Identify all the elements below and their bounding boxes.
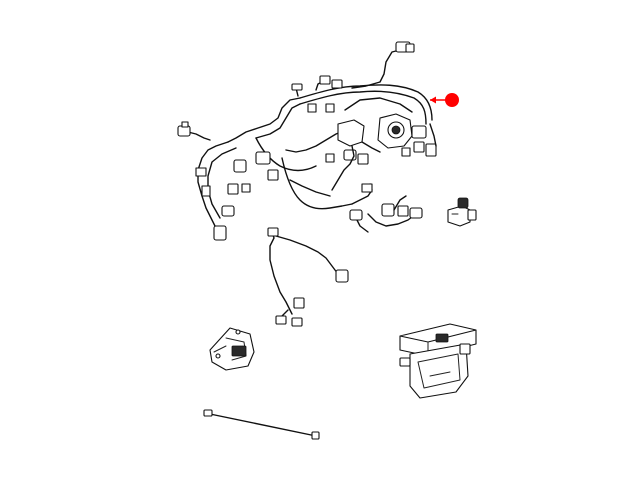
callout-dot[interactable] bbox=[445, 93, 459, 107]
instrument-panel-wiring-harness[interactable] bbox=[177, 41, 437, 241]
connector-component[interactable] bbox=[447, 197, 477, 227]
antenna-cable[interactable] bbox=[203, 409, 320, 440]
branch-harness[interactable] bbox=[267, 227, 349, 327]
mounting-bracket[interactable] bbox=[209, 327, 255, 371]
callout-marker[interactable] bbox=[430, 93, 459, 107]
control-module[interactable] bbox=[399, 323, 477, 399]
